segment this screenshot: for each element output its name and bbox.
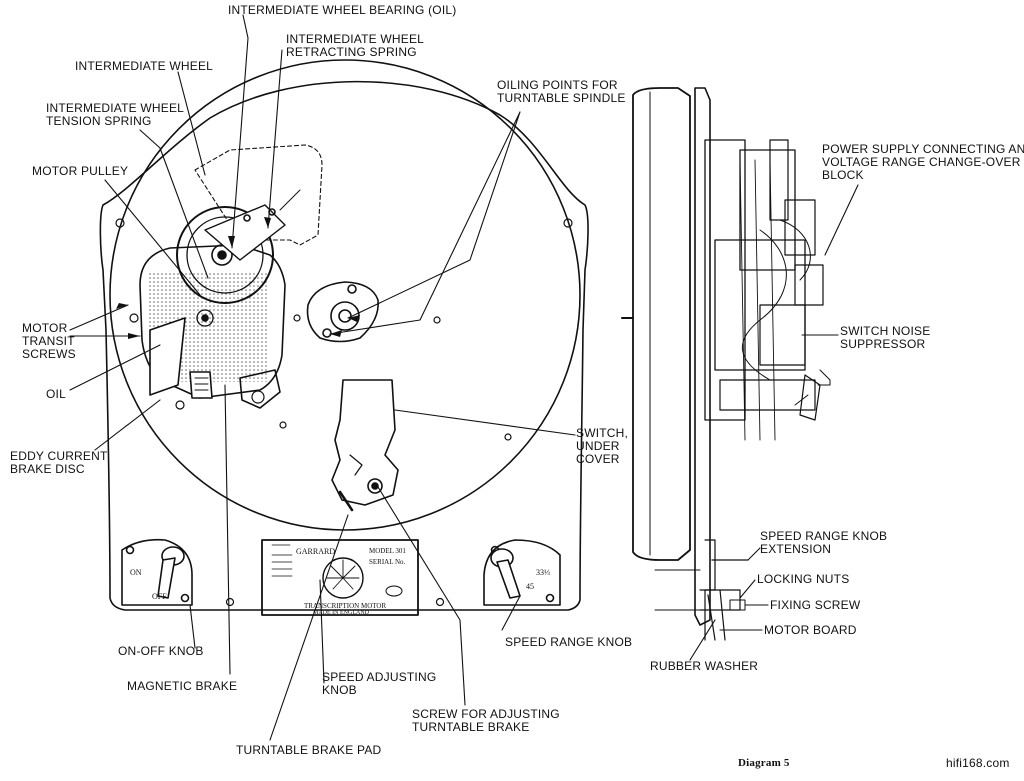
- watermark: hifi168.com: [946, 756, 1010, 770]
- name-plate: [261, 539, 419, 616]
- spindle-bearing: [306, 281, 379, 343]
- label-magnetic-brake: MAGNETIC BRAKE: [127, 679, 238, 693]
- plate-serial: SERIAL No.: [369, 558, 406, 566]
- label-oiling-points: OILING POINTS FOR TURNTABLE SPINDLE: [497, 78, 626, 105]
- label-motor-board: MOTOR BOARD: [764, 623, 857, 637]
- label-speed-adjusting-knob: SPEED ADJUSTING KNOB: [322, 670, 437, 697]
- leader-lines: [69, 14, 859, 741]
- label-switch-noise-suppressor: SWITCH NOISE SUPPRESSOR: [840, 324, 931, 351]
- label-intermediate-wheel-retracting-spring: INTERMEDIATE WHEEL RETRACTING SPRING: [286, 32, 425, 59]
- label-speed-range-knob-extension: SPEED RANGE KNOB EXTENSION: [760, 529, 888, 556]
- knob-mark-33: 33⅓: [536, 568, 550, 577]
- brake-bracket: [239, 369, 281, 409]
- motor-plate: [99, 80, 589, 611]
- plate-motor: TRANSCRIPTION MOTOR: [304, 602, 387, 610]
- plate-model: MODEL 301: [369, 547, 406, 555]
- on-off-knob-shape: [121, 538, 193, 606]
- label-motor-transit-screws: MOTOR TRANSIT SCREWS: [22, 321, 76, 361]
- label-screw-for-adjusting-turntable-brake: SCREW FOR ADJUSTING TURNTABLE BRAKE: [412, 707, 560, 734]
- turntable-outline: [109, 59, 581, 531]
- label-rubber-washer: RUBBER WASHER: [650, 659, 759, 673]
- knob-mark-45: 45: [526, 582, 534, 591]
- label-oil: OIL: [46, 387, 66, 401]
- label-locking-nuts: LOCKING NUTS: [757, 572, 850, 586]
- plate-screws: [115, 218, 573, 607]
- plate-made-in: MADE IN ENGLAND: [313, 610, 369, 616]
- label-fixing-screw: FIXING SCREW: [770, 598, 861, 612]
- side-view: [621, 87, 831, 641]
- switch-cover: [331, 379, 399, 512]
- label-on-off-knob: ON-OFF KNOB: [118, 644, 204, 658]
- label-switch-under-cover: SWITCH, UNDER COVER: [576, 426, 629, 466]
- label-intermediate-wheel-bearing: INTERMEDIATE WHEEL BEARING (OIL): [228, 3, 457, 17]
- motor-housing: [139, 244, 286, 399]
- label-power-supply-block: POWER SUPPLY CONNECTING AND VOLTAGE RANG…: [822, 142, 1024, 182]
- knob-mark-off: OFF: [152, 592, 167, 601]
- label-turntable-brake-pad: TURNTABLE BRAKE PAD: [236, 743, 382, 757]
- diagram-caption: Diagram 5: [738, 757, 790, 769]
- label-motor-pulley: MOTOR PULLEY: [32, 164, 129, 178]
- label-eddy-current-brake-disc: EDDY CURRENT BRAKE DISC: [10, 449, 108, 476]
- knob-mark-on: ON: [130, 568, 142, 577]
- dashed-cover: [194, 144, 323, 246]
- label-intermediate-wheel-tension-spring: INTERMEDIATE WHEEL TENSION SPRING: [46, 101, 185, 128]
- arrowheads: [116, 217, 360, 339]
- plate-brand: GARRARD: [296, 547, 336, 556]
- label-intermediate-wheel: INTERMEDIATE WHEEL: [75, 59, 214, 73]
- speed-range-knob-shape: [483, 539, 561, 606]
- label-speed-range-knob: SPEED RANGE KNOB: [505, 635, 633, 649]
